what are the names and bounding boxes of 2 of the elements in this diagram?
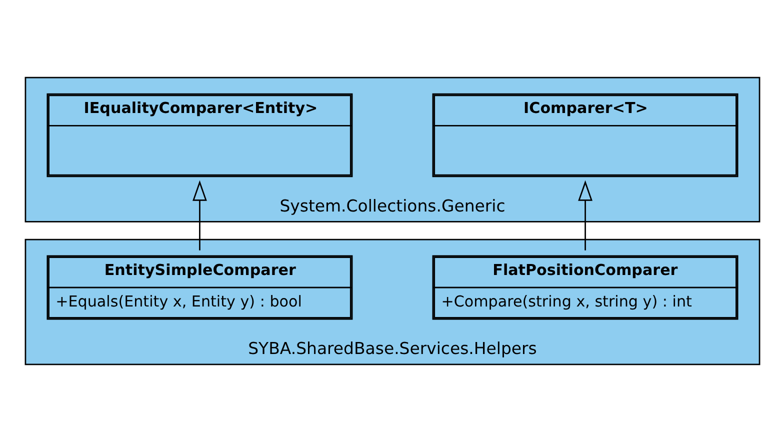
arrow	[578, 180, 592, 250]
arrow	[192, 180, 206, 250]
